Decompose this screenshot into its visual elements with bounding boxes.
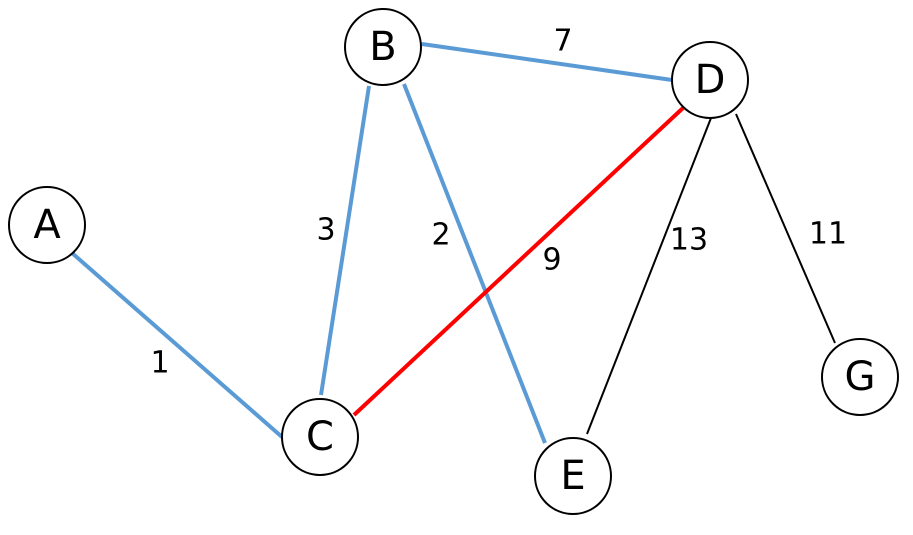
node-a-circle bbox=[8, 186, 86, 264]
edge-a-c bbox=[70, 251, 284, 439]
node-g: G bbox=[821, 338, 899, 416]
node-b: B bbox=[344, 8, 422, 86]
node-e: E bbox=[534, 437, 612, 515]
node-e-circle bbox=[534, 437, 612, 515]
edge-b-c bbox=[319, 85, 371, 396]
edge-d-g bbox=[735, 113, 836, 344]
weight-label-c-d: 9 bbox=[542, 243, 561, 278]
edge-c-d bbox=[352, 106, 685, 417]
weight-label-b-e: 2 bbox=[431, 218, 450, 253]
weight-label-layer: 1 3 2 7 9 13 11 bbox=[150, 24, 847, 381]
edge-d-e bbox=[586, 117, 712, 435]
node-c-label: C bbox=[306, 414, 334, 460]
node-g-circle bbox=[821, 338, 899, 416]
weight-label-b-d: 7 bbox=[553, 24, 572, 59]
weight-label-d-e: 13 bbox=[670, 223, 708, 258]
node-a-label: A bbox=[33, 202, 61, 248]
node-b-circle bbox=[344, 8, 422, 86]
node-d: D bbox=[671, 41, 749, 119]
node-layer: A B C D E G bbox=[8, 8, 899, 515]
node-d-circle bbox=[671, 41, 749, 119]
weight-label-d-g: 11 bbox=[809, 217, 847, 252]
node-e-label: E bbox=[560, 453, 585, 499]
node-g-label: G bbox=[845, 354, 876, 400]
weight-label-a-c: 1 bbox=[150, 346, 169, 381]
node-a: A bbox=[8, 186, 86, 264]
edge-b-e bbox=[402, 83, 547, 444]
edge-layer bbox=[70, 42, 836, 444]
edge-b-d bbox=[421, 42, 673, 82]
node-d-label: D bbox=[695, 57, 726, 103]
node-c: C bbox=[281, 398, 359, 476]
weight-label-b-c: 3 bbox=[316, 213, 335, 248]
node-b-label: B bbox=[369, 24, 396, 70]
node-c-circle bbox=[281, 398, 359, 476]
